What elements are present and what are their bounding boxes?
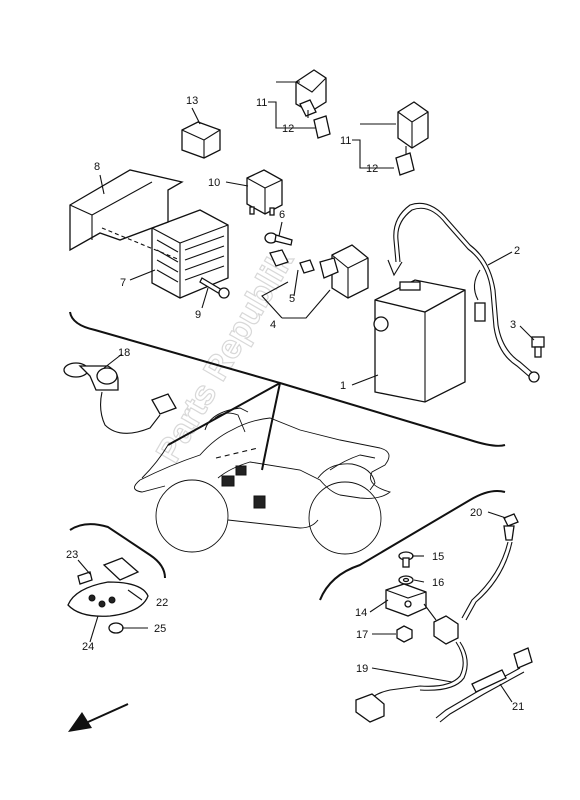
sensor-14 bbox=[385, 583, 459, 645]
screw-15 bbox=[398, 551, 414, 568]
harness-19 bbox=[355, 641, 468, 723]
callout-20: 20 bbox=[470, 507, 482, 519]
callout-11-lower: 11 bbox=[340, 135, 351, 147]
callout-25: 25 bbox=[154, 623, 166, 635]
callout-16: 16 bbox=[432, 577, 444, 589]
relay-11-lower bbox=[395, 101, 429, 176]
callout-4: 4 bbox=[270, 319, 276, 331]
relay-10 bbox=[246, 169, 283, 216]
washer-16 bbox=[398, 575, 414, 585]
motorcycle-outline bbox=[134, 407, 391, 555]
battery bbox=[373, 279, 466, 403]
bike-component-marker bbox=[235, 465, 247, 476]
rectifier-regulator bbox=[151, 209, 229, 299]
bolt-3 bbox=[531, 336, 545, 358]
harness-20 bbox=[461, 513, 519, 621]
callout-13: 13 bbox=[186, 95, 198, 107]
callout-7: 7 bbox=[120, 277, 126, 289]
accessory-socket bbox=[63, 362, 177, 434]
nut-17 bbox=[396, 625, 413, 643]
bike-component-marker bbox=[221, 475, 235, 487]
screw-6 bbox=[264, 232, 293, 246]
callout-labels: 1 2 3 4 5 6 7 8 9 10 11 11 12 12 13 14 1… bbox=[66, 95, 524, 713]
relay-assembly bbox=[269, 244, 369, 299]
callout-24: 24 bbox=[82, 641, 94, 653]
callout-6: 6 bbox=[279, 209, 285, 221]
callout-3: 3 bbox=[510, 319, 516, 331]
callout-5: 5 bbox=[289, 293, 295, 305]
callout-1: 1 bbox=[340, 380, 346, 392]
callout-21: 21 bbox=[512, 701, 524, 713]
callout-12-lower: 12 bbox=[366, 163, 378, 175]
callout-22: 22 bbox=[156, 597, 168, 609]
relay-13 bbox=[181, 121, 221, 159]
callout-12-upper: 12 bbox=[282, 123, 294, 135]
callout-15: 15 bbox=[432, 551, 444, 563]
relay-11-upper bbox=[295, 69, 331, 139]
callout-10: 10 bbox=[208, 177, 220, 189]
harness-21 bbox=[435, 647, 533, 723]
callout-23: 23 bbox=[66, 549, 78, 561]
bike-component-marker bbox=[253, 495, 266, 509]
callout-2: 2 bbox=[514, 245, 520, 257]
callout-17: 17 bbox=[356, 629, 368, 641]
bolt-9 bbox=[199, 277, 230, 299]
callout-9: 9 bbox=[195, 309, 201, 321]
direction-arrow-icon bbox=[68, 703, 129, 732]
battery-cable bbox=[387, 202, 540, 383]
callout-18: 18 bbox=[118, 347, 130, 359]
cover-bracket bbox=[69, 169, 184, 261]
callout-19: 19 bbox=[356, 663, 368, 675]
callout-14: 14 bbox=[355, 607, 367, 619]
callout-8: 8 bbox=[94, 161, 100, 173]
callout-11-upper: 11 bbox=[256, 97, 267, 109]
leader-lines bbox=[77, 81, 535, 703]
